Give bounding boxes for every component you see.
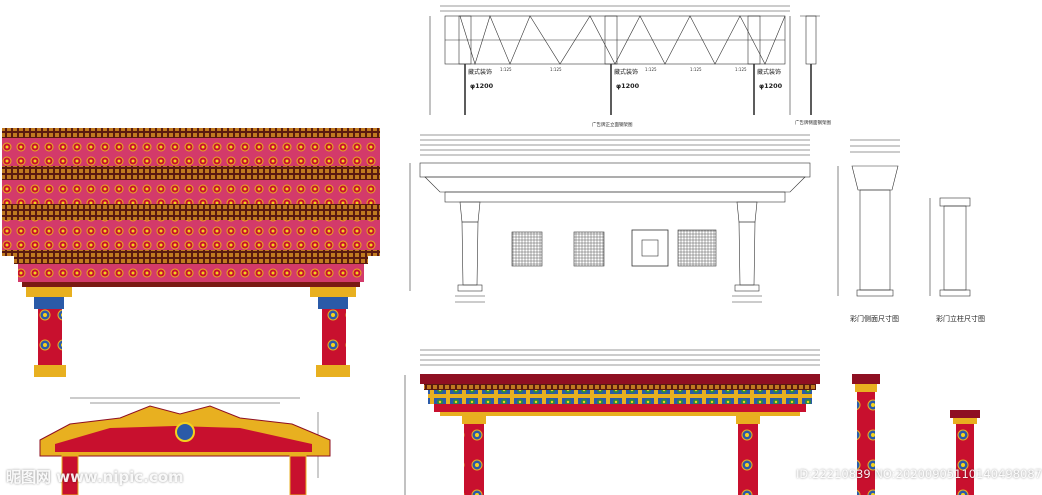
- lintel-band-1: [2, 128, 380, 172]
- side-view-captions: 彩门侧面尺寸图 彩门立柱尺寸图: [850, 314, 985, 323]
- detail-thumbnails: [511, 229, 717, 267]
- slope-label-4: 1:125: [690, 67, 702, 72]
- slope-label-1: 1:125: [500, 67, 512, 72]
- diameter-label-1: φ1200: [470, 82, 494, 90]
- side-frame-caption: 广告牌侧面钢架图: [795, 119, 831, 126]
- side-view-drawings: [837, 139, 971, 297]
- lintel-band-3: [2, 210, 380, 256]
- arch-gate-render: [39, 397, 331, 495]
- slope-label-2: 1:125: [550, 67, 562, 72]
- frame-label-2: 藏式装饰: [614, 68, 638, 76]
- pillar-left: [26, 287, 72, 377]
- diameter-label-2: φ1200: [616, 82, 640, 90]
- lintel-band-2: [2, 172, 380, 210]
- slope-label-5: 1:125: [735, 67, 747, 72]
- frame-labels: 藏式装饰 藏式装饰 藏式装饰 φ1200 φ1200 φ1200 1:125 1…: [468, 67, 831, 128]
- watermark-site: 昵图网 www.nipic.com: [6, 468, 184, 486]
- gate-render-large: [2, 128, 380, 377]
- pillar-color-views: [852, 374, 980, 495]
- frame-label-3: 藏式装饰: [757, 68, 781, 76]
- steel-frame-drawing: [429, 5, 820, 115]
- slope-label-3: 1:125: [645, 67, 657, 72]
- diameter-label-3: φ1200: [759, 82, 783, 90]
- caption-pillar: 彩门立柱尺寸图: [936, 314, 985, 323]
- gate-line-drawing: [409, 134, 811, 303]
- frame-label-1: 藏式装饰: [468, 68, 492, 76]
- caption-side-view: 彩门侧面尺寸图: [850, 314, 899, 323]
- gate-color-elevation: [404, 349, 820, 495]
- pillar-right: [310, 287, 356, 377]
- watermark-id: ID:22210839 NO:20200905110140498087: [796, 467, 1042, 481]
- lower-lintel: [14, 256, 368, 287]
- frame-caption: 广告牌正立面钢架图: [592, 121, 633, 128]
